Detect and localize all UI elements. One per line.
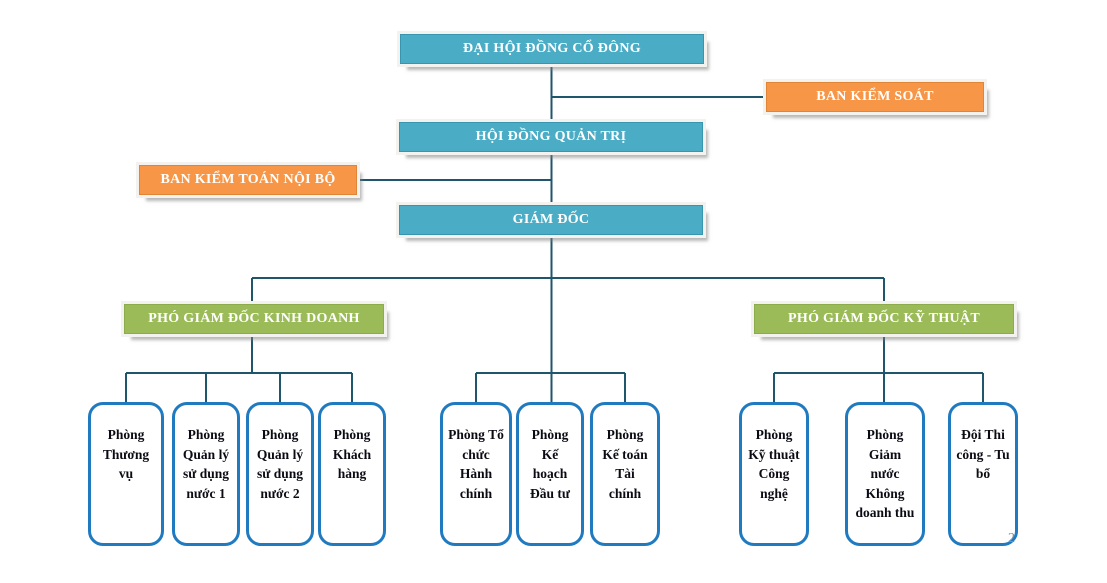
dept-quan-ly-su-dung-nuoc-2: Phòng Quản lý sử dụng nước 2: [246, 402, 314, 546]
org-node-director: GIÁM ĐỐC: [399, 205, 703, 235]
dept-quan-ly-su-dung-nuoc-1: Phòng Quản lý sử dụng nước 1: [172, 402, 240, 546]
dept-khach-hang: Phòng Khách hàng: [318, 402, 386, 546]
dept-giam-nuoc-khong-doanh-thu: Phòng Giảm nước Không doanh thu: [845, 402, 925, 546]
dept-ky-thuat-cong-nghe: Phòng Kỹ thuật Công nghệ: [739, 402, 809, 546]
org-node-shareholders-meeting: ĐẠI HỘI ĐỒNG CỔ ĐÔNG: [400, 34, 704, 64]
dept-ke-hoach-dau-tu: Phòng Kế hoạch Đầu tư: [516, 402, 584, 546]
org-node-supervisory-board: BAN KIỂM SOÁT: [766, 82, 984, 112]
dept-doi-thi-cong-tu-bo: Đội Thi công - Tu bổ: [948, 402, 1018, 546]
dept-ke-toan-tai-chinh: Phòng Kế toán Tài chính: [590, 402, 660, 546]
org-node-internal-audit-board: BAN KIỂM TOÁN NỘI BỘ: [139, 165, 357, 195]
org-node-deputy-director-technical: PHÓ GIÁM ĐỐC KỸ THUẬT: [754, 304, 1014, 334]
page-number: 2: [1008, 531, 1015, 546]
dept-thuong-vu: Phòng Thương vụ: [88, 402, 164, 546]
org-node-board-of-management: HỘI ĐỒNG QUẢN TRỊ: [399, 122, 703, 152]
dept-to-chuc-hanh-chinh: Phòng Tổ chức Hành chính: [440, 402, 512, 546]
org-node-deputy-director-business: PHÓ GIÁM ĐỐC KINH DOANH: [124, 304, 384, 334]
